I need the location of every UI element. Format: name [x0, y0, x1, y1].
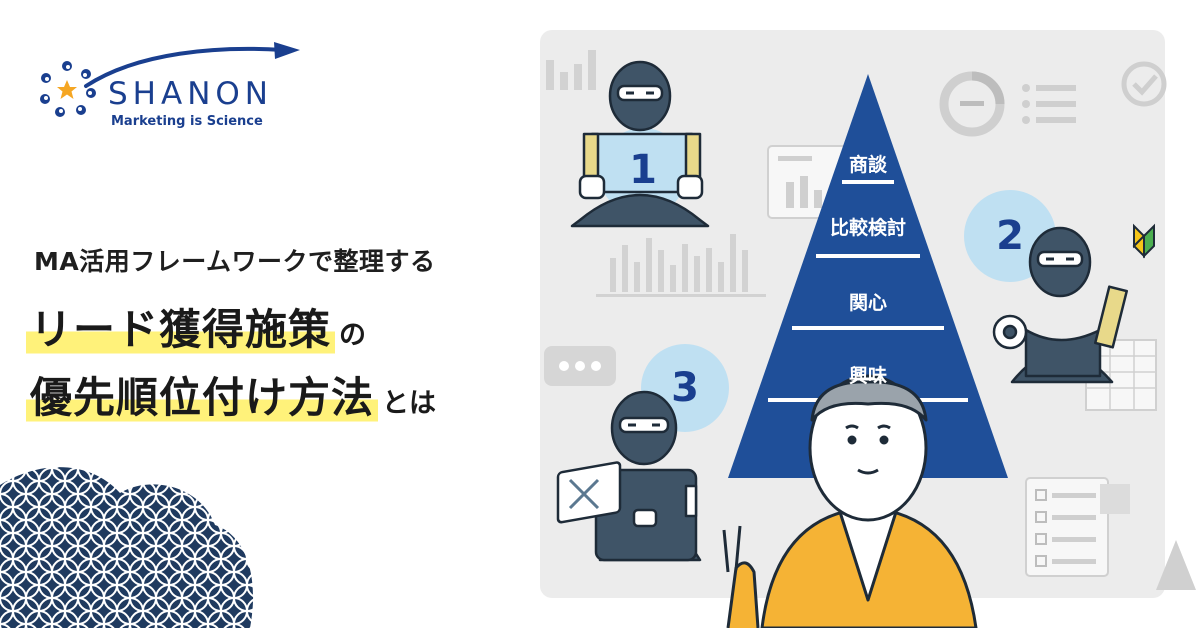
background-bar-chart-2-icon: [596, 234, 766, 297]
pyramid-tier-negotiation: 商談: [848, 154, 888, 176]
background-chat-bubble-icon: [544, 346, 616, 386]
funnel-pyramid: [728, 74, 1008, 478]
brand-name: SHANON: [108, 76, 273, 112]
illustration-scene: 商談 比較検討 関心 興味 1 2 3: [540, 0, 1200, 628]
logo-star-emblem-icon: [40, 61, 96, 117]
background-mini-pyramid-icon: [1156, 540, 1196, 590]
shanon-logo[interactable]: SHANON Marketing is Science: [38, 40, 300, 130]
ninja-2-ok-sign: [992, 226, 1128, 384]
headline-title-line-1: リード獲得施策の: [26, 296, 366, 357]
badge-number-2: 2: [996, 213, 1024, 259]
badge-number-3: 3: [671, 365, 699, 411]
headline-title-line-2: 優先順位付け方法とは: [26, 364, 436, 425]
illustration-artwork: [544, 50, 1196, 628]
title-highlight-1: リード獲得施策: [26, 296, 336, 357]
background-donut-chart-icon: [939, 71, 1076, 137]
background-checklist-icon: [1025, 477, 1130, 577]
background-bar-chart-icon: [546, 50, 596, 90]
presenter-man-character: [722, 374, 978, 628]
title-suffix-2: とは: [382, 388, 437, 419]
beginner-mark-icon: [1132, 223, 1155, 259]
title-suffix-1: の: [339, 320, 367, 351]
ninja-3-with-laptop: [556, 390, 702, 562]
pyramid-tier-comparison: 比較検討: [829, 217, 907, 239]
logo-swoosh-arrow: [84, 42, 300, 88]
background-check-circle-icon: [1121, 61, 1167, 107]
decorative-seigaiha-pattern: [0, 467, 254, 628]
pyramid-tier-interest: 興味: [848, 365, 888, 387]
ninja-1-holding-board: [570, 60, 710, 228]
brand-tagline: Marketing is Science: [111, 114, 263, 129]
headline-subtitle: MA活用フレームワークで整理する: [34, 247, 436, 276]
pyramid-tier-concern: 関心: [848, 292, 888, 314]
title-highlight-2: 優先順位付け方法: [26, 364, 379, 425]
badge-number-1: 1: [629, 147, 657, 193]
